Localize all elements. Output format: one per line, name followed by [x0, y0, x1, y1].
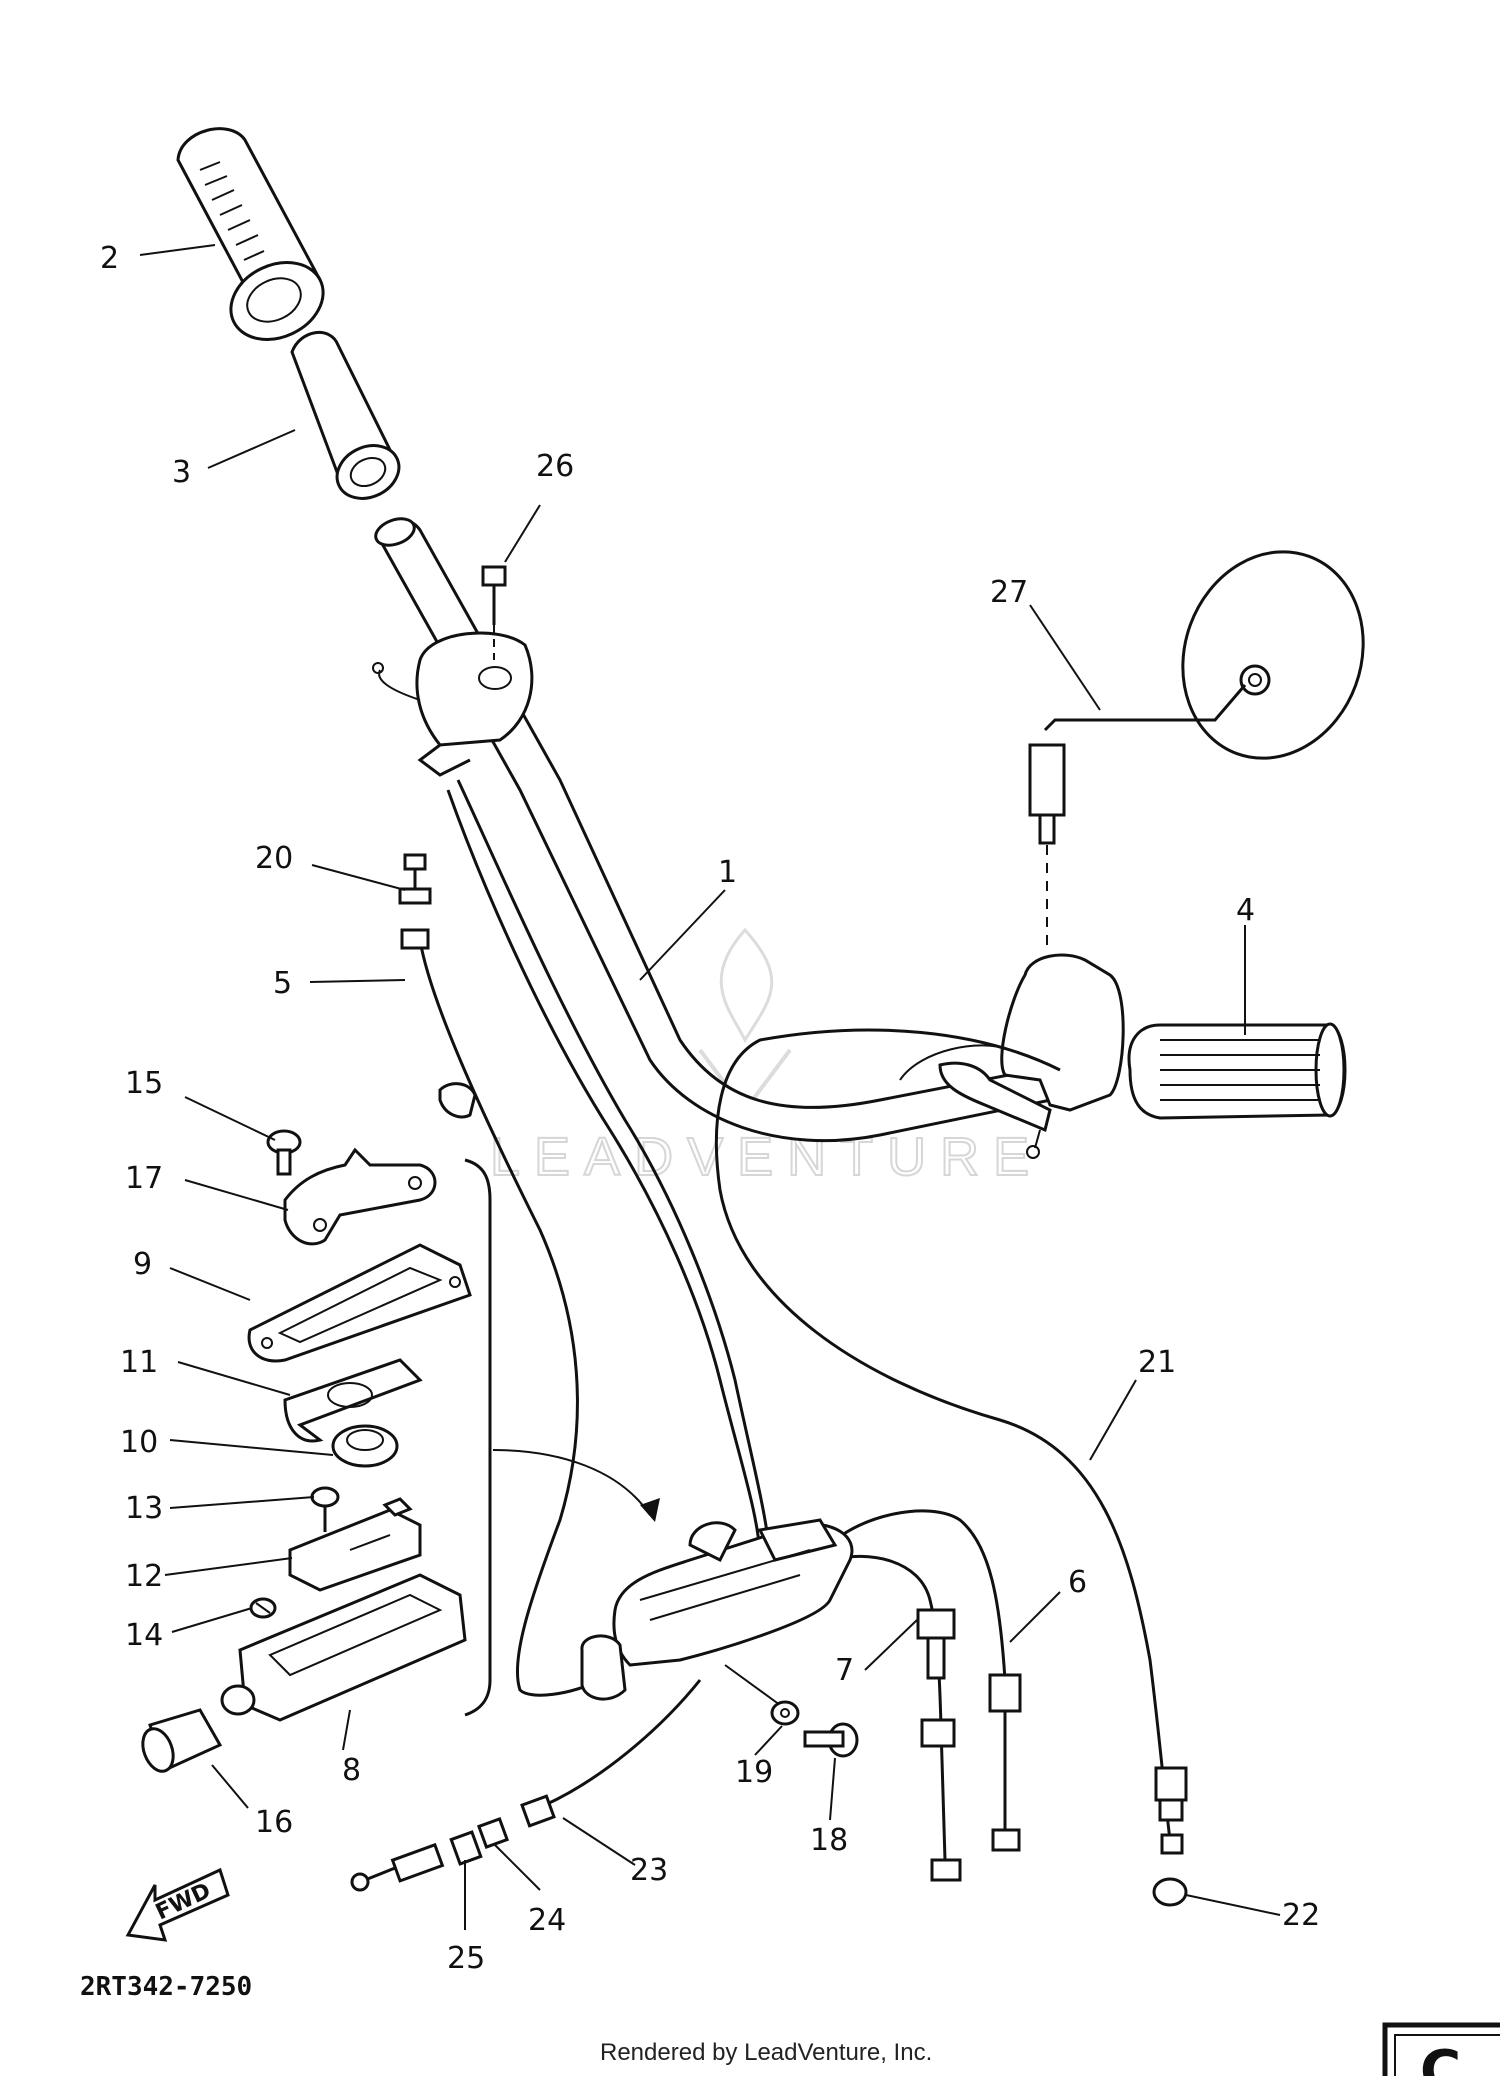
- part-2-grip: [176, 127, 325, 341]
- callout-19: 19: [735, 1755, 773, 1790]
- callout-13: 13: [125, 1491, 163, 1526]
- callout-27: 27: [990, 575, 1028, 610]
- callout-9: 9: [133, 1247, 152, 1282]
- callout-25: 25: [447, 1941, 485, 1976]
- part-7-cable-end: [916, 1608, 962, 1882]
- callout-1: 1: [718, 855, 737, 890]
- group-bracket: [464, 1158, 492, 1717]
- callout-16: 16: [255, 1805, 293, 1840]
- part-4-right-grip: [1127, 1022, 1347, 1120]
- assembly-arrow: [492, 1449, 651, 1516]
- part-15-screw: [266, 1129, 302, 1176]
- callout-24: 24: [528, 1903, 566, 1938]
- part-26-screw: [481, 565, 507, 660]
- callout-20: 20: [255, 841, 293, 876]
- callout-4: 4: [1236, 893, 1255, 928]
- part-8-throttle-housing: [220, 1573, 467, 1722]
- leadventure-watermark: LEADVENTURE: [489, 927, 1043, 1188]
- fwd-arrow-icon: FWD: [125, 1867, 230, 1942]
- part-20-adjuster: [398, 853, 477, 1119]
- throttle-housing-assembled: [580, 1518, 854, 1701]
- callout-12: 12: [125, 1559, 163, 1594]
- corner-tab-label: C: [1420, 2039, 1461, 2076]
- cables: [418, 779, 1172, 1861]
- lever-bracket: [899, 953, 1125, 1159]
- diagram-code: 2RT342-7250: [80, 1972, 252, 2002]
- callout-17: 17: [125, 1161, 163, 1196]
- part-21-cable-end: [1154, 1766, 1188, 1855]
- callout-21: 21: [1138, 1345, 1176, 1380]
- corner-tab: C: [1382, 2022, 1500, 2076]
- callout-22: 22: [1282, 1898, 1320, 1933]
- callout-11: 11: [120, 1345, 158, 1380]
- part-19-leader-extra: [724, 1664, 781, 1706]
- part-16-sleeve: [141, 1708, 223, 1773]
- callout-2: 2: [100, 241, 119, 276]
- part-14-spring: [249, 1597, 277, 1619]
- part-24-nut: [476, 1816, 510, 1850]
- callout-8: 8: [342, 1753, 361, 1788]
- part-25-adjuster: [350, 1830, 483, 1892]
- callout-18: 18: [810, 1823, 848, 1858]
- callout-14: 14: [125, 1618, 163, 1653]
- leader-lines: [139, 244, 1281, 1930]
- part-6-cable-end: [988, 1673, 1022, 1852]
- part-18-screw: [803, 1722, 859, 1758]
- part-1-handlebar: [374, 517, 1078, 1143]
- part-9-gasket: [247, 1243, 472, 1363]
- part-23-cable: [520, 1679, 702, 1828]
- part-13-screw: [310, 1486, 340, 1532]
- assembly-arrowhead: [640, 1498, 660, 1522]
- callout-23: 23: [630, 1853, 668, 1888]
- callout-26: 26: [536, 449, 574, 484]
- part-10-cap: [331, 1424, 399, 1468]
- callout-10: 10: [120, 1425, 158, 1460]
- callout-7: 7: [835, 1653, 854, 1688]
- rendered-by-credit: Rendered by LeadVenture, Inc.: [600, 2039, 932, 2066]
- callout-15: 15: [125, 1066, 163, 1101]
- part-19-washer: [770, 1700, 800, 1726]
- callout-3: 3: [172, 455, 191, 490]
- part-3-throttle-tube: [290, 330, 401, 500]
- part-17-plate: [283, 1147, 437, 1246]
- part-11-cover: [283, 1358, 423, 1443]
- callout-labels: 1 2 3 4 5 6 7 8 9 10 11 12 13 14 15 16 1…: [100, 241, 1320, 1976]
- part-12-block: [288, 1497, 422, 1592]
- watermark-text: LEADVENTURE: [490, 1127, 1043, 1187]
- callout-5: 5: [273, 966, 292, 1001]
- left-switch-housing: [372, 631, 534, 777]
- part-22-cable-end: [1152, 1877, 1188, 1907]
- callout-6: 6: [1068, 1565, 1087, 1600]
- part-27-mirror: [1028, 550, 1365, 950]
